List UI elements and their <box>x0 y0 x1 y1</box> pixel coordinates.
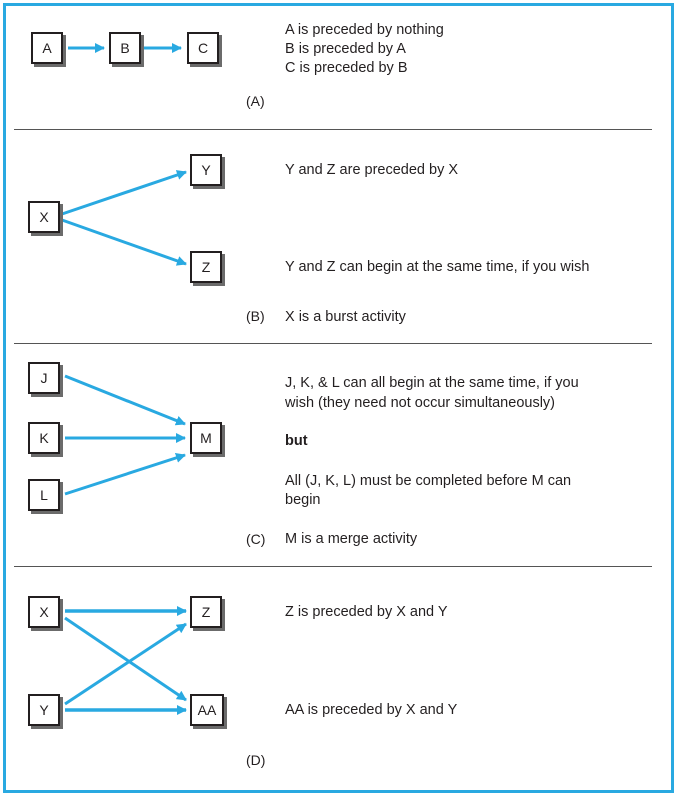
node-l: L <box>28 479 60 511</box>
panel-d-note-2: AA is preceded by X and Y <box>285 702 458 718</box>
arrow-j-m <box>64 374 186 426</box>
panel-b-note-1: Y and Z are preceded by X <box>285 162 459 178</box>
node-m: M <box>190 422 222 454</box>
panel-b-note-2: Y and Z can begin at the same time, if y… <box>285 259 590 275</box>
node-b: B <box>109 32 141 64</box>
panel-c-but: but <box>285 433 308 449</box>
panel-b-caption-text: X is a burst activity <box>285 309 406 325</box>
node-y: Y <box>190 154 222 186</box>
panel-d-note-1: Z is preceded by X and Y <box>285 604 448 620</box>
node-k: K <box>28 422 60 454</box>
divider-2 <box>14 343 652 344</box>
node-j: J <box>28 362 60 394</box>
node-aa: AA <box>190 694 224 726</box>
panel-d-caption: (D) <box>246 752 266 768</box>
arrow-l-m <box>64 453 186 496</box>
panel-c-note-2a: All (J, K, L) must be completed before M… <box>285 473 572 489</box>
panel-c-note-2b: begin <box>285 492 321 508</box>
panel-b-caption: (B) <box>246 308 265 324</box>
panel-a-line-3: C is preceded by B <box>285 60 408 76</box>
divider-1 <box>14 129 652 130</box>
node-x-d: X <box>28 596 60 628</box>
arrow-x-y <box>61 170 187 216</box>
panel-a-caption: (A) <box>246 93 265 109</box>
panel-c-caption-text: M is a merge activity <box>285 531 418 547</box>
arrow-x-aa <box>64 616 187 702</box>
node-c: C <box>187 32 219 64</box>
node-a: A <box>31 32 63 64</box>
node-y-d: Y <box>28 694 60 726</box>
panel-a-line-2: B is preceded by A <box>285 41 406 57</box>
panel-c-caption: (C) <box>246 531 266 547</box>
arrow-y-z <box>64 622 187 706</box>
node-z-d: Z <box>190 596 222 628</box>
divider-3 <box>14 566 652 567</box>
panel-c-note-1a: J, K, & L can all begin at the same time… <box>285 375 579 391</box>
panel-c-note-1b: wish (they need not occur simultaneously… <box>285 395 555 411</box>
arrow-x-z <box>61 218 187 266</box>
figure-frame <box>3 3 674 793</box>
node-x: X <box>28 201 60 233</box>
node-z: Z <box>190 251 222 283</box>
panel-a-line-1: A is preceded by nothing <box>285 22 444 38</box>
